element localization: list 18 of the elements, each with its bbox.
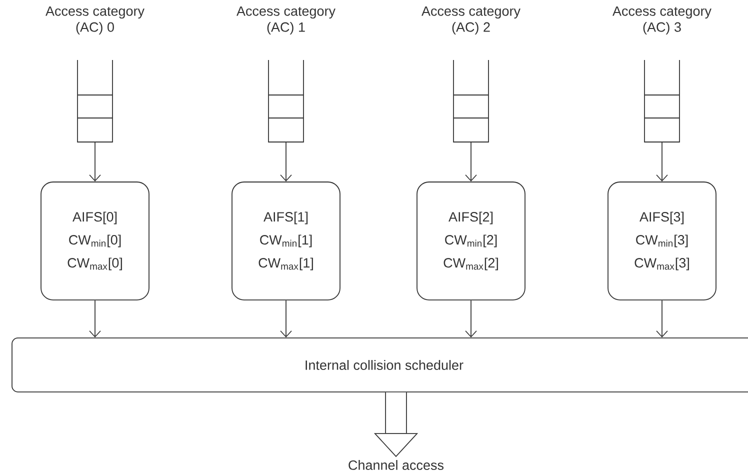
arrow xyxy=(465,142,477,182)
parameter-box: AIFS[3] CW$_{min}$[3] CW$_{max}$[3] xyxy=(608,182,716,300)
arrow xyxy=(280,142,292,182)
queue-drawing: Access category (AC) 1 xyxy=(236,6,336,142)
arrow xyxy=(89,142,101,182)
arrow xyxy=(280,300,292,338)
queue-drawing: Access category (AC) 3 xyxy=(612,6,712,142)
scheduler-box: Internal collision scheduler xyxy=(12,338,748,392)
arrow xyxy=(656,142,668,182)
queue-drawing: Access category (AC) 0 xyxy=(46,6,144,142)
arrow xyxy=(656,300,668,338)
arrow xyxy=(89,300,101,338)
queue-drawing: Access category (AC) 2 xyxy=(422,6,520,142)
parameter-box: AIFS[0] CW$_{min}$[0] CW$_{max}$[0] xyxy=(40,182,150,300)
output-label: Channel access xyxy=(348,460,444,470)
arrow xyxy=(465,300,477,338)
parameter-box: AIFS[2] CW$_{min}$[2] CW$_{max}$[2] xyxy=(416,182,526,300)
parameter-box: AIFS[1] CW$_{min}$[1] CW$_{max}$[1] xyxy=(232,182,340,300)
